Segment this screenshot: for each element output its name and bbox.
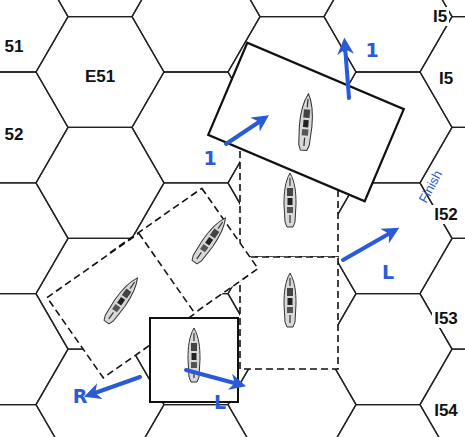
hex-cell (0, 405, 68, 437)
hex-number: I5 (437, 69, 455, 88)
turn-letter: R (71, 386, 90, 407)
hex-cell (324, 0, 452, 72)
hex-cell (36, 127, 164, 238)
move-arrows (92, 46, 392, 394)
hex-cell (36, 0, 164, 17)
hex-cell (420, 349, 465, 437)
move-number: 1 (201, 148, 218, 169)
hex-number: I54 (432, 401, 460, 420)
hex-cell (132, 405, 260, 437)
finish-label: Finish (414, 165, 445, 206)
hex-cell (0, 0, 68, 72)
hex-cell (420, 17, 465, 128)
hex-number: 52 (3, 125, 26, 144)
hex-number: 51 (3, 37, 26, 56)
hex-cell (0, 183, 68, 294)
hex-cell (420, 238, 465, 349)
hex-cell (324, 183, 452, 294)
hex-number: I52 (432, 205, 460, 224)
hex-number: E51 (83, 67, 117, 86)
move-number: 1 (363, 40, 380, 61)
hex-number: I5 (431, 7, 449, 26)
ships (102, 173, 296, 382)
hex-cell (0, 72, 68, 183)
hex-number: I53 (432, 309, 460, 328)
finish-counter (208, 43, 404, 201)
hex-cell (36, 17, 164, 128)
start-counter (150, 318, 238, 402)
turn-letter: L (380, 262, 396, 283)
hex-cell (228, 0, 356, 17)
turn-letter: L (212, 392, 228, 413)
